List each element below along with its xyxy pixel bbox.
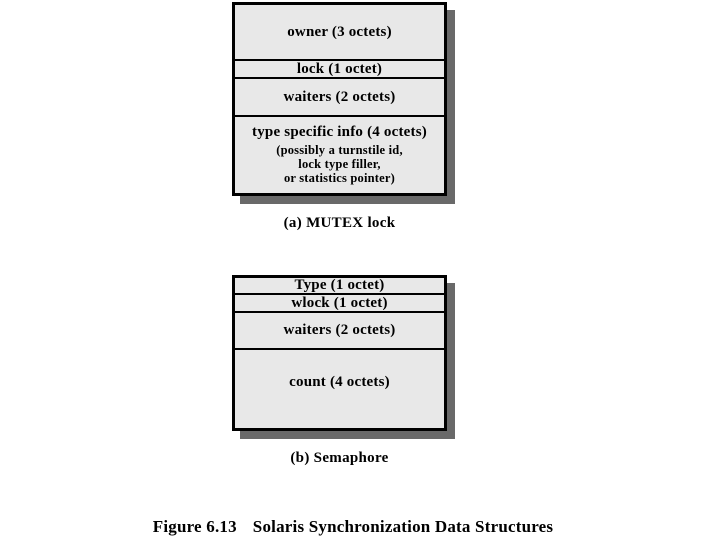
figure-caption-number: Figure 6.13 (152, 517, 237, 536)
mutex-box: owner (3 octets) lock (1 octet) waiters … (232, 2, 447, 196)
field-type-specific-info-note-2: lock type filler, (298, 157, 381, 172)
field-type-specific-info: type specific info (4 octets) (possibly … (235, 115, 444, 193)
field-type-specific-info-note-3: or statistics pointer) (283, 171, 396, 186)
semaphore-diagram-label: (b) Semaphore (290, 450, 389, 466)
field-type-label: Type (1 octet) (294, 277, 385, 294)
field-type-specific-info-note-1: (possibly a turnstile id, (276, 142, 403, 157)
field-lock: lock (1 octet) (235, 59, 444, 77)
field-waiters: waiters (2 octets) (235, 77, 444, 115)
field-waiters-sem-label: waiters (2 octets) (283, 322, 396, 339)
figure-caption-title: Solaris Synchronization Data Structures (252, 517, 554, 536)
field-type: Type (1 octet) (235, 277, 444, 294)
mutex-diagram: owner (3 octets) lock (1 octet) waiters … (232, 2, 447, 232)
field-type-specific-info-label: type specific info (4 octets) (252, 124, 427, 141)
field-owner-label: owner (3 octets) (287, 23, 392, 40)
semaphore-box: Type (1 octet) wlock (1 octet) waiters (… (232, 275, 447, 431)
field-owner: owner (3 octets) (235, 5, 444, 59)
figure-caption: Figure 6.13 Solaris Synchronization Data … (0, 517, 706, 537)
field-count: count (4 octets) (235, 348, 444, 428)
semaphore-diagram: Type (1 octet) wlock (1 octet) waiters (… (232, 275, 447, 467)
mutex-diagram-label: (a) MUTEX lock (283, 215, 396, 231)
field-waiters-label: waiters (2 octets) (283, 88, 396, 105)
field-wlock: wlock (1 octet) (235, 293, 444, 311)
field-lock-label: lock (1 octet) (296, 60, 383, 77)
field-wlock-label: wlock (1 octet) (291, 294, 388, 311)
field-waiters-sem: waiters (2 octets) (235, 311, 444, 348)
field-count-label: count (4 octets) (289, 373, 390, 390)
